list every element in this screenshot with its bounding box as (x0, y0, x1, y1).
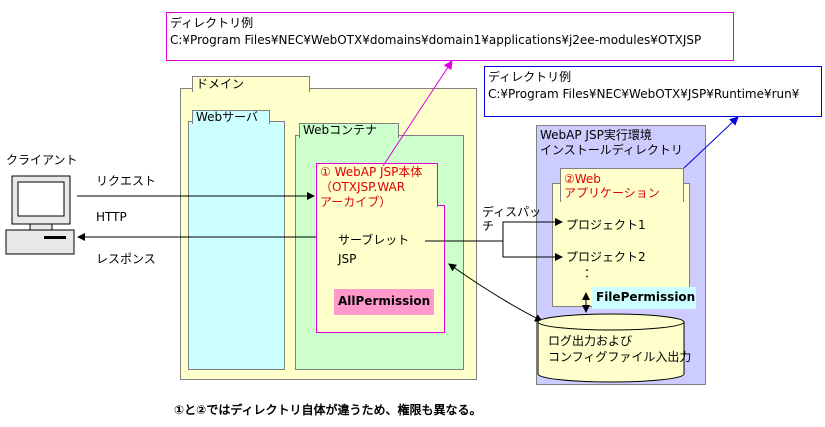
response-label: レスポンス (96, 252, 156, 266)
storage-label-line2: コンフィグファイル入出力 (548, 350, 692, 364)
web-server-box (188, 121, 285, 370)
jsp-label: JSP (338, 252, 357, 266)
storage-label-line1: ログ出力および (548, 334, 633, 348)
domain-tab (192, 76, 310, 92)
web-server-tab (192, 110, 270, 124)
runtime-label-line1: WebAP JSP実行環境 (540, 128, 652, 142)
directory-example-box-2: ディレクトリ例 C:¥Program Files¥NEC¥WebOTX¥JSP¥… (484, 66, 822, 117)
dispatch-label-line1: ディスパッ (482, 205, 542, 219)
web-server-label: Webサーバ (196, 110, 259, 124)
web-app-label-line2: アプリケーション (564, 186, 660, 200)
directory-example-path-1: C:¥Program Files¥NEC¥WebOTX¥domains¥doma… (170, 33, 702, 47)
web-container-label: Webコンテナ (303, 123, 378, 137)
jsp-body-tab (316, 163, 438, 207)
jsp-body-label-line2: （OTXJSP.WAR (320, 180, 406, 194)
project-ellipsis: ： (584, 266, 597, 280)
domain-label: ドメイン (196, 77, 245, 91)
runtime-label-line2: インストールディレクトリ (540, 143, 683, 157)
computer-icon (5, 175, 75, 255)
web-app-label-line1: ②Web (564, 172, 601, 186)
directory-example-path-2: C:¥Program Files¥NEC¥WebOTX¥JSP¥Runtime¥… (488, 87, 800, 101)
file-permission-badge: FilePermission (592, 287, 696, 309)
project-2-label: プロジェクト2 (566, 250, 646, 264)
jsp-body-label-line3: アーカイブ） (320, 195, 392, 209)
directory-example-box-1: ディレクトリ例 C:¥Program Files¥NEC¥WebOTX¥doma… (166, 12, 734, 61)
all-permission-badge: AllPermission (334, 289, 434, 315)
request-label: リクエスト (96, 174, 157, 188)
http-label: HTTP (96, 210, 127, 224)
directory-example-title-1: ディレクトリ例 (170, 16, 254, 30)
project-1-label: プロジェクト1 (566, 218, 646, 232)
footer-note: ①と②ではディレクトリ自体が違うため、権限も異なる。 (174, 403, 482, 417)
web-app-tab (560, 168, 684, 202)
directory-example-title-2: ディレクトリ例 (488, 70, 572, 84)
client-label: クライアント (6, 153, 78, 167)
dispatch-label-line2: チ (482, 219, 495, 233)
servlet-label: サーブレット (338, 233, 410, 247)
jsp-body-label-line1: ① WebAP JSP本体 (320, 165, 423, 179)
